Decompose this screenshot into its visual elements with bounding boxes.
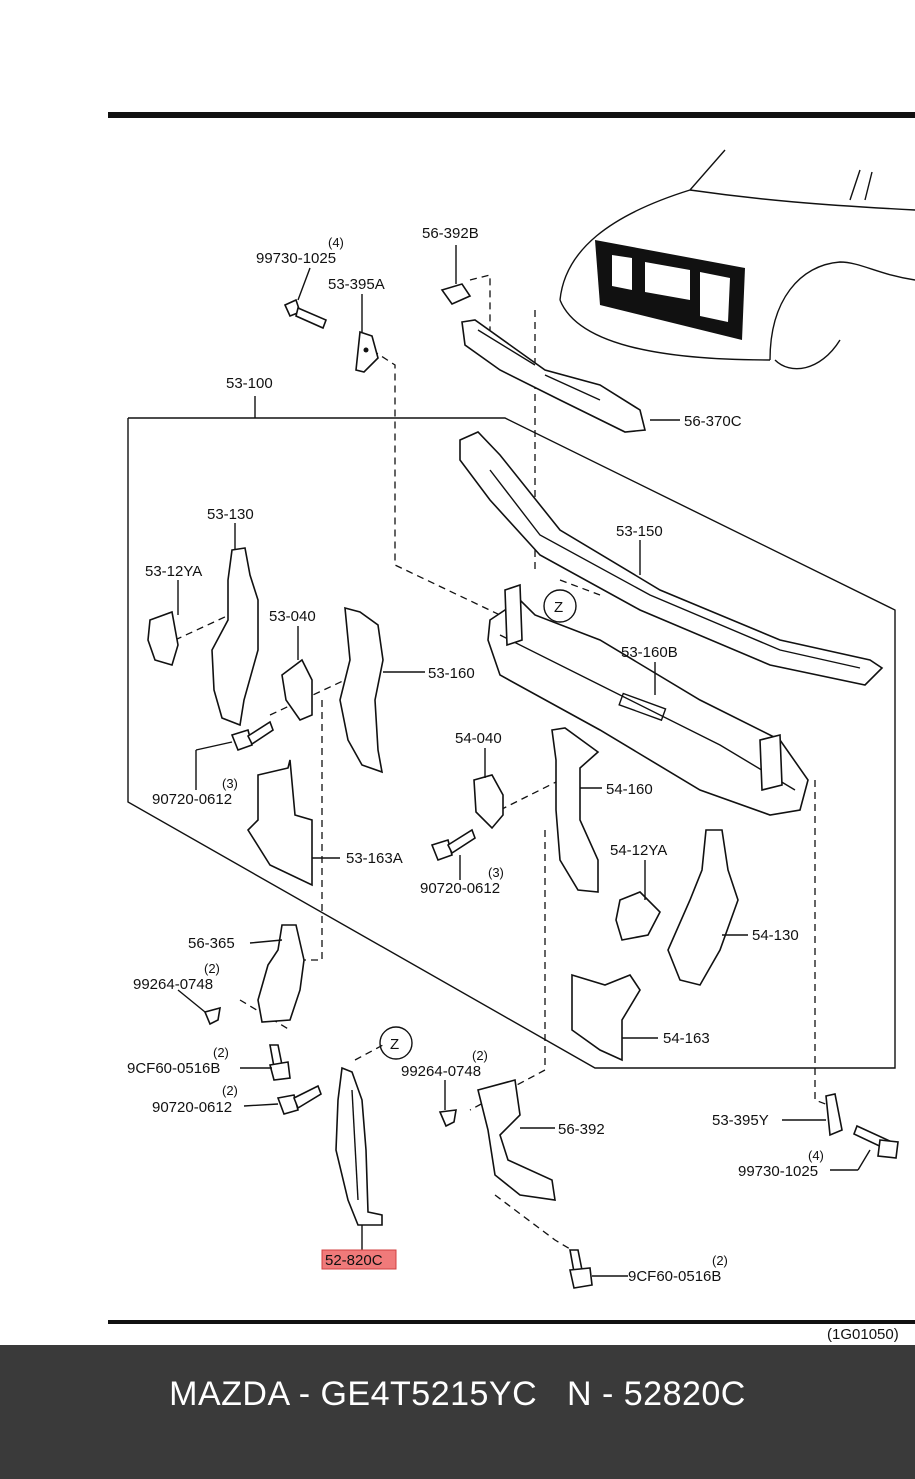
part-label-54-12YA: 54-12YA — [610, 842, 667, 859]
bolt-99730-1025-top — [283, 298, 328, 330]
z-callout-1: Z — [543, 589, 577, 623]
part-53-130 — [211, 547, 259, 727]
part-54-12YA — [615, 891, 661, 941]
part-label-54-163: 54-163 — [663, 1030, 710, 1047]
bolt-9CF60-0516B-a — [269, 1044, 291, 1081]
part-53-040 — [281, 658, 313, 721]
part-53-160 — [339, 606, 384, 774]
part-label-99730-1025-bottom: 99730-1025 — [738, 1163, 818, 1180]
part-53-395Y — [825, 1093, 843, 1137]
diagram-reference-code: (1G01050) — [827, 1326, 899, 1343]
part-56-392 — [477, 1078, 556, 1201]
part-label-90720-0612-c: 90720-0612 — [152, 1099, 232, 1116]
qty-label: (2) — [712, 1253, 728, 1268]
part-label-90720-0612-a: 90720-0612 — [152, 791, 232, 808]
qty-label: (3) — [488, 865, 504, 880]
bolt-9CF60-0516B-b — [569, 1249, 593, 1289]
clip-99264-0748-a — [203, 1006, 221, 1026]
part-label-56-392B: 56-392B — [422, 225, 479, 242]
z-callout-2: Z — [379, 1026, 413, 1060]
z-label-1: Z — [554, 599, 563, 616]
part-label-53-150: 53-150 — [616, 523, 663, 540]
part-label-53-160: 53-160 — [428, 665, 475, 682]
part-label-53-040: 53-040 — [269, 608, 316, 625]
bolt-99730-1025-bottom — [852, 1124, 899, 1159]
part-53-395A — [355, 330, 379, 373]
part-53-163A — [246, 759, 313, 887]
qty-label: (4) — [328, 235, 344, 250]
part-53-12YA — [147, 610, 179, 666]
part-label-54-040: 54-040 — [455, 730, 502, 747]
top-rule — [108, 112, 915, 118]
part-label-53-100: 53-100 — [226, 375, 273, 392]
part-53-160B — [487, 583, 809, 816]
qty-label: (2) — [222, 1083, 238, 1098]
part-labels: (4) 99730-1025 53-395A 56-392B 56-370C 5… — [127, 225, 899, 1343]
part-label-54-130: 54-130 — [752, 927, 799, 944]
qty-label: (4) — [808, 1148, 824, 1163]
bottom-rule — [108, 1320, 915, 1324]
clip-99264-0748-b — [438, 1109, 457, 1128]
part-54-163 — [571, 973, 641, 1062]
qty-label: (2) — [213, 1045, 229, 1060]
part-label-99730-1025-top: 99730-1025 — [256, 250, 336, 267]
part-label-99264-0748-a: 99264-0748 — [133, 976, 213, 993]
bolt-90720-0612-a — [230, 720, 274, 752]
part-label-53-395A: 53-395A — [328, 276, 385, 293]
part-label-53-130: 53-130 — [207, 506, 254, 523]
part-56-392B — [440, 245, 472, 305]
solid-leaders — [177, 267, 871, 1277]
qty-label: (3) — [222, 776, 238, 791]
part-label-53-160B: 53-160B — [621, 644, 678, 661]
bolt-90720-0612-b — [430, 828, 476, 862]
part-label-53-12YA: 53-12YA — [145, 563, 202, 580]
qty-label: (2) — [204, 961, 220, 976]
part-label-53-163A: 53-163A — [346, 850, 403, 867]
part-number-caption: MAZDA - GE4T5215YC N - 52820C — [169, 1374, 746, 1413]
vehicle-outline — [559, 149, 915, 370]
dashed-leaders — [174, 274, 829, 1256]
part-54-040 — [473, 774, 504, 830]
part-label-99264-0748-b: 99264-0748 — [401, 1063, 481, 1080]
part-label-54-160: 54-160 — [606, 781, 653, 798]
bolt-90720-0612-c — [276, 1084, 322, 1115]
part-label-90720-0612-b: 90720-0612 — [420, 880, 500, 897]
part-56-370C — [461, 319, 647, 433]
part-label-56-365: 56-365 — [188, 935, 235, 952]
qty-label: (2) — [472, 1048, 488, 1063]
part-53-150 — [459, 431, 884, 686]
part-label-56-392: 56-392 — [558, 1121, 605, 1138]
assembly-53-100-frame — [127, 417, 896, 1069]
z-label-2: Z — [390, 1036, 399, 1053]
part-54-160 — [551, 727, 600, 893]
part-label-9CF60-0516B-b: 9CF60-0516B — [628, 1268, 721, 1285]
part-label-9CF60-0516B-a: 9CF60-0516B — [127, 1060, 220, 1077]
highlight-box — [321, 1249, 397, 1270]
footer-banner: MAZDA - GE4T5215YC N - 52820C — [0, 1345, 915, 1479]
part-label-56-370C: 56-370C — [684, 413, 742, 430]
part-label-52-820C-highlighted: 52-820C — [325, 1252, 383, 1269]
part-54-130 — [667, 829, 739, 986]
part-52-820C — [335, 1066, 383, 1226]
part-56-365 — [257, 924, 305, 1023]
part-label-53-395Y: 53-395Y — [712, 1112, 769, 1129]
parts-diagram: Z Z (4) 99730-1025 53-395A 56-392B 56-37… — [108, 112, 915, 1343]
